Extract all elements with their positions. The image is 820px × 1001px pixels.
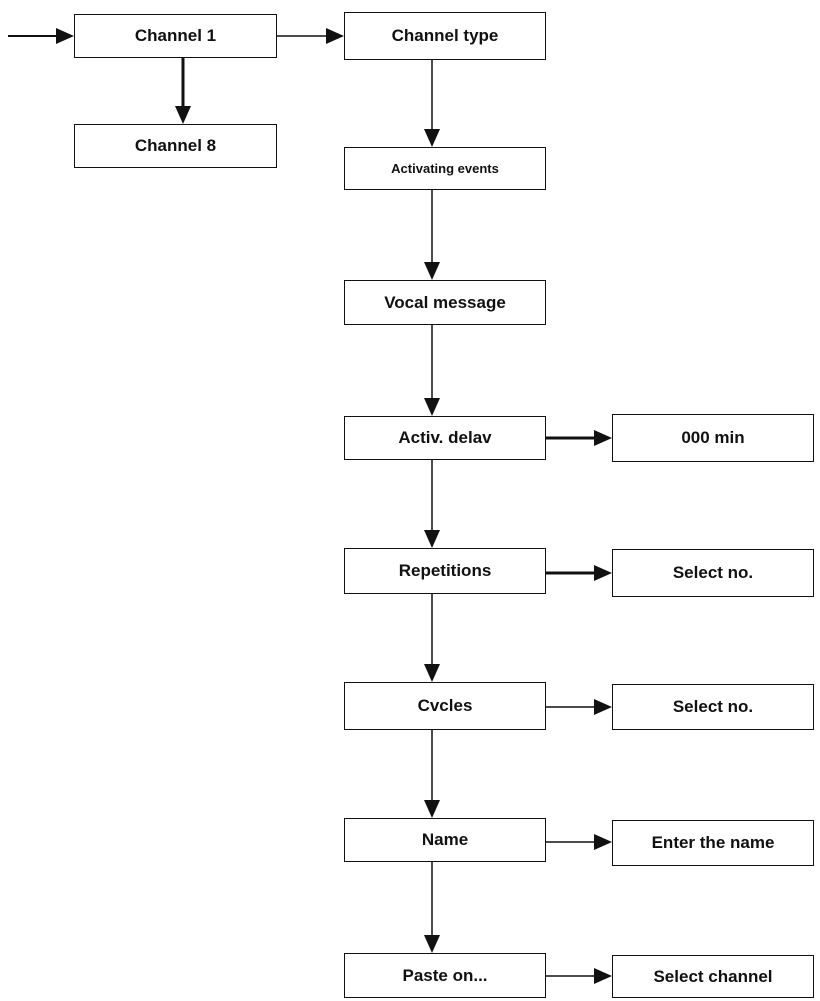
arrowhead-name-enter	[594, 834, 612, 850]
node-vocal-message[interactable]: Vocal message	[344, 280, 546, 325]
node-delay-value[interactable]: 000 min	[612, 414, 814, 462]
node-paste-on[interactable]: Paste on...	[344, 953, 546, 998]
arrowhead-channel-type	[326, 28, 344, 44]
node-name-enter[interactable]: Enter the name	[612, 820, 814, 866]
arrowhead-repetitions-select	[594, 565, 612, 581]
node-cycles-select[interactable]: Select no.	[612, 684, 814, 730]
arrowhead-paste-select	[594, 968, 612, 984]
node-cycles[interactable]: Cvcles	[344, 682, 546, 730]
arrowhead-vocal-message	[424, 262, 440, 280]
arrowhead-entry	[56, 28, 74, 44]
arrowhead-repetitions	[424, 530, 440, 548]
node-channel-1[interactable]: Channel 1	[74, 14, 277, 58]
arrowhead-cycles	[424, 664, 440, 682]
node-repetitions-select[interactable]: Select no.	[612, 549, 814, 597]
arrowhead-cycles-select	[594, 699, 612, 715]
node-activ-delay[interactable]: Activ. delav	[344, 416, 546, 460]
arrowhead-activating-events	[424, 129, 440, 147]
arrowhead-paste-on	[424, 935, 440, 953]
node-activating-events[interactable]: Activating events	[344, 147, 546, 190]
arrowhead-activ-delay	[424, 398, 440, 416]
node-channel-type[interactable]: Channel type	[344, 12, 546, 60]
arrowhead-delay-value	[594, 430, 612, 446]
node-paste-select[interactable]: Select channel	[612, 955, 814, 998]
arrowhead-name	[424, 800, 440, 818]
node-name[interactable]: Name	[344, 818, 546, 862]
node-channel-8[interactable]: Channel 8	[74, 124, 277, 168]
node-repetitions[interactable]: Repetitions	[344, 548, 546, 594]
arrowhead-channel-8	[175, 106, 191, 124]
